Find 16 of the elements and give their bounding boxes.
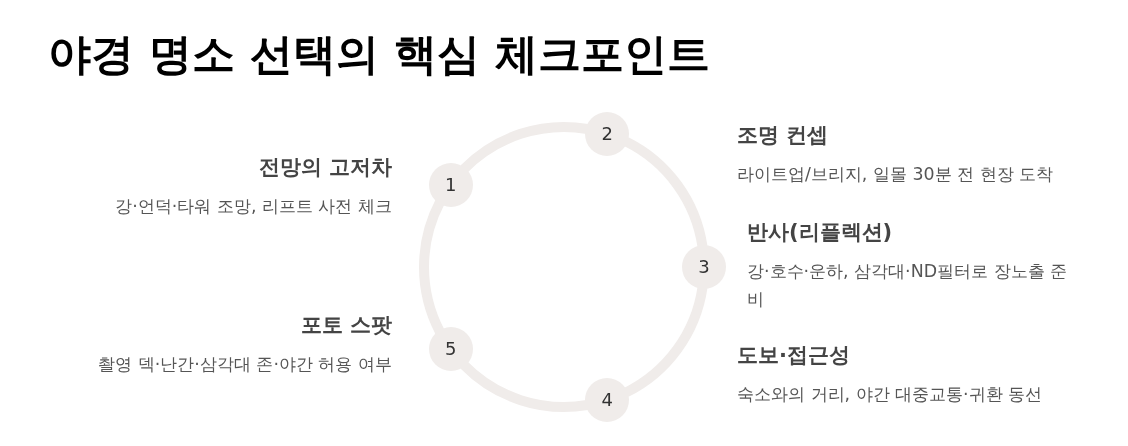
step-heading: 전망의 고저차 — [258, 154, 392, 181]
step-marker: 3 — [682, 245, 726, 289]
step-description: 강·호수·운하, 삼각대·ND필터로 장노출 준비 — [747, 260, 1069, 311]
step-heading: 반사(리플렉션) — [747, 219, 893, 246]
step-marker: 1 — [428, 162, 473, 207]
diagram-title: 야경 명소 선택의 핵심 체크포인트 — [48, 28, 710, 81]
step-heading: 도보·접근성 — [737, 342, 850, 369]
step-marker: 4 — [585, 378, 630, 423]
step-description: 숙소와의 거리, 야간 대중교통·귀환 동선 — [737, 383, 1043, 406]
step-heading: 조명 컨셉 — [737, 122, 829, 149]
step-marker: 5 — [428, 327, 473, 372]
step-marker: 2 — [585, 111, 630, 156]
step-description: 강·언덕·타워 조망, 리프트 사전 체크 — [115, 195, 392, 218]
step-description: 라이트업/브리지, 일몰 30분 전 현장 도착 — [737, 163, 1054, 186]
step-description: 촬영 덱·난간·삼각대 존·야간 허용 여부 — [98, 353, 392, 376]
step-heading: 포토 스팟 — [300, 312, 392, 339]
